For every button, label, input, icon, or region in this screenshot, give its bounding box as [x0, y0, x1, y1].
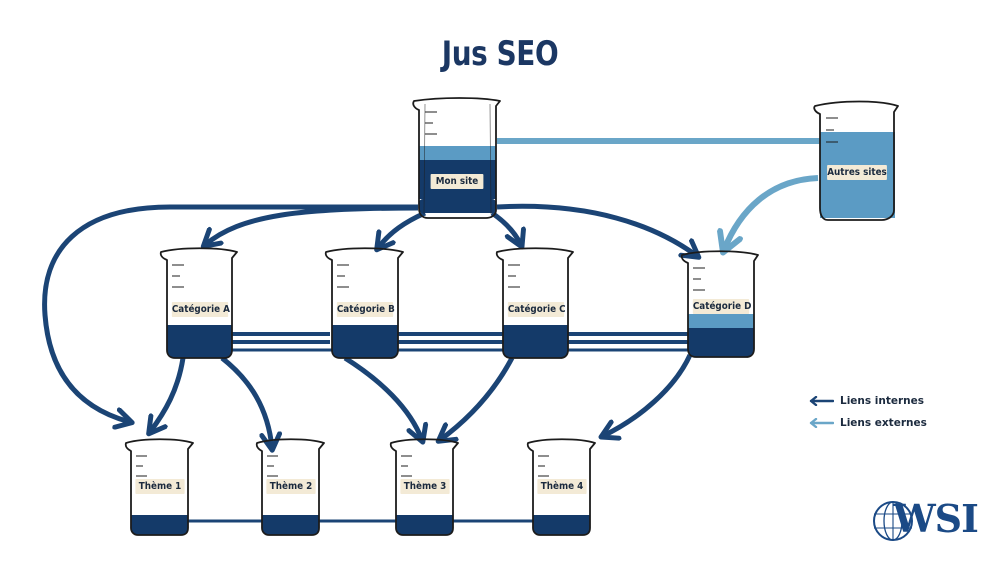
link-categorie-a-b [232, 332, 330, 344]
label-categorie-c: Catégorie C [507, 302, 566, 317]
link-mon-site-categorie-c [490, 210, 521, 245]
link-categorie-c-theme-3 [440, 356, 515, 440]
label-autres-sites: Autres sites [827, 165, 887, 180]
legend-external-links: Liens externes [808, 415, 927, 431]
link-categorie-a-theme-1 [150, 357, 186, 432]
wsi-globe-icon [873, 501, 913, 541]
label-theme-2: Thème 2 [266, 479, 316, 494]
label-theme-3: Thème 3 [400, 479, 450, 494]
link-mon-site-categorie-b [378, 210, 427, 248]
link-categorie-c-d [568, 332, 688, 344]
beaker-mon-site [412, 97, 501, 219]
link-categorie-b-c [398, 332, 503, 344]
link-mon-site-theme-1 [42, 204, 418, 422]
label-categorie-a: Catégorie A [171, 302, 230, 317]
legend-internal-links: Liens internes [808, 393, 924, 409]
beaker-theme-3 [389, 438, 459, 536]
beaker-categorie-a [159, 247, 238, 359]
link-autres-sites-categorie-d [724, 175, 819, 250]
arrow-left-light-icon [809, 418, 834, 428]
beaker-theme-4 [526, 438, 596, 536]
beaker-autres-sites [813, 100, 899, 221]
label-categorie-d: Catégorie D [692, 299, 752, 314]
label-theme-1: Thème 1 [135, 479, 185, 494]
link-mon-site-categorie-d [496, 203, 697, 256]
legend-external-label: Liens externes [840, 417, 927, 429]
diagram-title: Jus SEO [441, 34, 559, 74]
wsi-logo-text: WSI [893, 496, 979, 541]
label-theme-4: Thème 4 [537, 479, 587, 494]
beaker-categorie-b [324, 247, 404, 359]
link-categorie-a-theme-2 [220, 356, 272, 448]
link-categorie-b-theme-3 [343, 355, 422, 440]
beaker-categorie-d [680, 250, 759, 358]
label-categorie-b: Catégorie B [336, 302, 395, 317]
beaker-categorie-c [495, 247, 574, 359]
legend-internal-label: Liens internes [840, 395, 925, 407]
wsi-logo: WSI [873, 496, 985, 544]
label-mon-site: Mon site [430, 174, 484, 189]
beaker-theme-2 [255, 438, 325, 536]
arrow-left-dark-icon [809, 396, 834, 406]
links [42, 138, 820, 523]
link-categorie-d-theme-4 [603, 353, 693, 436]
beaker-theme-1 [124, 438, 194, 536]
